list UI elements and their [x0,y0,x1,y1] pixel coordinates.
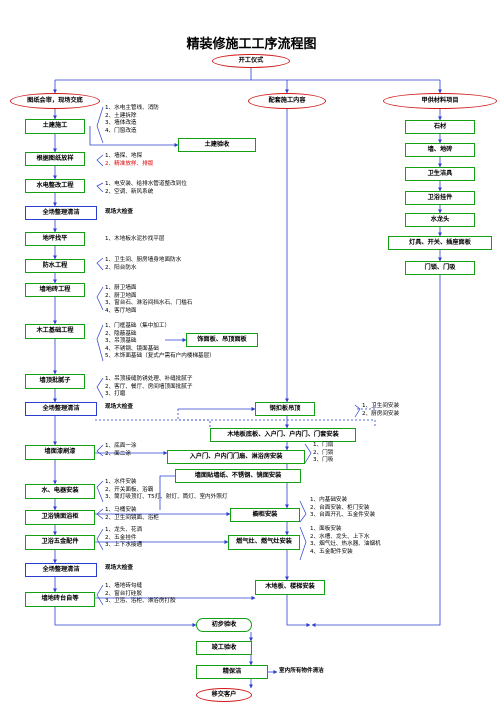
civil-accept-node: 土建验收 [178,138,256,152]
door-frame-node: 钢扣板吊顶 [255,402,315,416]
cleaning-note: 室内所有物件清洁 [279,668,324,674]
skirting-job-node: 墙地砖台自等 [25,592,95,607]
connector-line [286,595,311,627]
heater-node: 燃气灶、燃气灶安装 [228,535,300,550]
paint-node: 墙面漆刷漆 [25,445,95,460]
dashed-connector [177,409,376,428]
handover-node: 移交客户 [196,688,252,702]
owner-item: 墙、地砖 [405,143,475,157]
drawings-node: 图纸会审，现场交底 [10,93,100,109]
owner-item: 石材 [405,120,475,134]
flooring-node: 木地板、楼梯安装 [255,580,325,595]
connector-line [89,126,179,147]
redraw-node: 根据图纸放样 [25,152,85,166]
page-title: 精装修施工工序流程图 [186,37,317,52]
kitchen-node: 橱柜安装 [230,508,300,522]
owner-item: 门锁、门吸 [405,261,475,275]
bracket [96,584,104,606]
connector-line [54,607,197,627]
owner-item: 卫生洁具 [405,167,475,181]
hardware-node: 卫浴五金配件 [25,535,95,550]
supporting-node: 配套施工内容 [248,93,326,109]
bracket [299,526,307,561]
panels-node: 饰面板、吊顶面板 [186,333,258,347]
bracket [304,443,312,464]
civil-node: 土建施工 [25,119,85,134]
clean1-node: 全场整理清洁 [25,206,97,220]
leveling-node: 地坪找平 [25,232,85,246]
bracket [96,154,104,167]
bracket [96,182,104,193]
owner-materials-node: 甲供材料项目 [383,93,497,109]
water-elec-node: 水、电器安装 [25,484,95,499]
floor-door-node: 木地板底板、入户门、户内门、门套安装 [210,428,356,442]
door-install-node: 入户门、户内门门扇、淋浴房安装 [167,450,305,464]
clean3-note: 现场大检查 [105,565,133,571]
wallpaper-node: 墙面贴墙纸、不锈钢、镜面安装 [175,469,301,483]
bracket [96,528,104,551]
start-node: 开工仪式 [212,54,290,68]
bracket [96,286,104,311]
putty-node: 墙顶批腻子 [25,374,85,389]
clean1-note: 现场大检查 [105,209,133,215]
dashed-connector [95,419,211,428]
bracket [299,500,307,523]
connector-line [311,275,441,627]
bracket [96,257,104,271]
bracket [96,444,104,457]
bracket [96,324,104,362]
sanitary-node: 卫浴镜面浴柜 [25,510,95,525]
bracket [96,480,104,503]
clean2-note: 现场大检查 [105,404,133,410]
bracket [96,508,104,520]
bracket [96,377,104,399]
waterproof-node: 防水工程 [25,259,85,273]
clean3-node: 全场整理清洁 [25,563,97,577]
plumbing-node: 水电整改工程 [25,179,85,193]
clean2-node: 全场整理清洁 [25,402,97,416]
bracket [96,106,104,144]
connector-line [159,475,175,510]
owner-item: 水龙头 [405,213,475,227]
leveling-note: 1、木地板水泥抄找平层 [105,236,165,242]
carpentry-node: 木工基础工程 [25,324,85,339]
dashed-connector [357,402,376,410]
owner-item: 卫浴挂件 [405,191,475,205]
final-accept-node: 竣工验收 [196,641,252,655]
owner-item: 灯具、开关、插座面板 [388,236,492,250]
first-accept-node: 初步验收 [196,618,252,632]
bracket [354,404,361,418]
cleaning-node: 精保洁 [196,665,268,679]
tile-node: 墙地砖工程 [25,283,85,297]
